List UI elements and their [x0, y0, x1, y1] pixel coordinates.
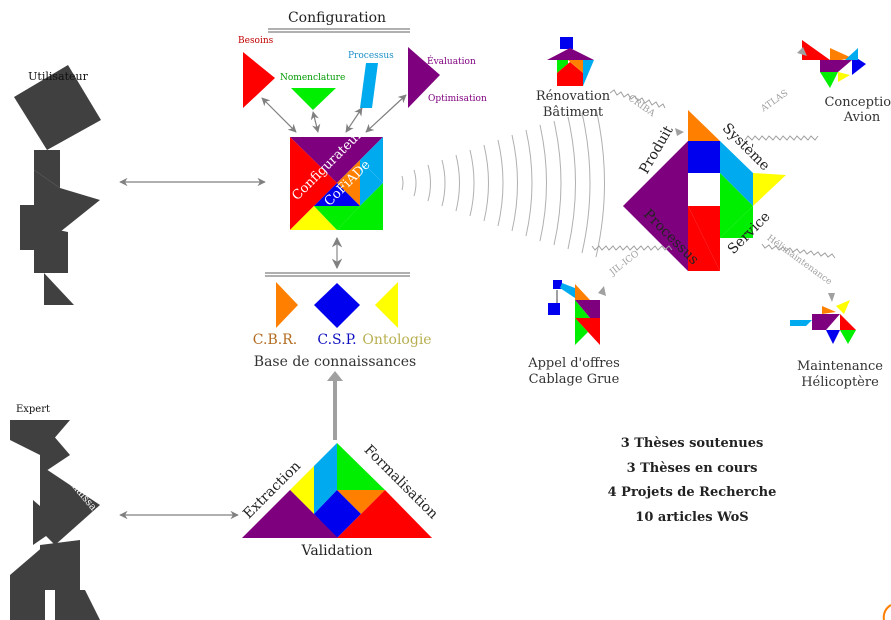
ontology-label: Ontologie [362, 332, 431, 348]
avion-line1: Conception [824, 95, 891, 110]
cbr-label: C.B.R. [253, 332, 297, 348]
kb-title: Base de connaissances [254, 354, 416, 370]
appel-line1: Appel d'offres [527, 356, 620, 371]
ontology-shape [375, 282, 398, 328]
processus-shape [360, 63, 378, 108]
csp-label: C.S.P. [317, 332, 356, 348]
user-tangram-figure [14, 65, 101, 305]
stat-line: 10 articles WoS [635, 510, 748, 525]
stat-line: 3 Thèses soutenues [621, 436, 764, 451]
airplane-tangram-icon [802, 40, 866, 88]
helimaintenance-link-label: Hélimaintenance [765, 233, 834, 288]
knowledge-triangle [242, 443, 432, 538]
crane-tangram-icon [548, 280, 600, 345]
corner-logo-icon [882, 604, 891, 620]
validation-label: Validation [301, 543, 373, 559]
optimisation-label: Optimisation [428, 94, 487, 104]
stat-line: 4 Projets de Recherche [608, 485, 777, 500]
maintenance-line1: Maintenance [797, 359, 883, 374]
renovation-line2: Bâtiment [543, 105, 604, 120]
config-input-arrows [261, 94, 407, 133]
criba-link-label: CRIBA [626, 94, 657, 120]
signal-waves [401, 108, 605, 258]
jilico-link-label: JIL-ICO [608, 249, 642, 278]
stats-block: 3 Thèses soutenues 3 Thèses en cours 4 P… [608, 436, 777, 525]
besoins-shape [243, 52, 275, 108]
csp-shape [314, 283, 360, 328]
project-links [591, 89, 836, 259]
expert-tangram-figure [10, 420, 100, 620]
avion-line2: Avion [843, 110, 881, 125]
house-tangram-icon [547, 37, 594, 86]
evaluation-label: Évaluation [427, 55, 476, 67]
expert-label: Expert [16, 404, 50, 415]
nomenclature-label: Nomenclature [280, 73, 345, 83]
configurator-square [290, 137, 383, 230]
besoins-label: Besoins [238, 36, 274, 46]
stat-line: 3 Thèses en cours [627, 461, 758, 476]
configuration-title: Configuration [288, 10, 386, 26]
nomenclature-shape [291, 88, 336, 110]
central-tangram-square [623, 110, 786, 271]
problem-label: Problème [63, 149, 105, 191]
appel-line2: Cablage Grue [529, 372, 620, 387]
evaluation-shape [408, 47, 440, 108]
atlas-link-label: ATLAS [759, 88, 791, 114]
processus-label: Processus [348, 51, 394, 61]
cbr-shape [276, 282, 298, 328]
helicopter-tangram-icon [790, 300, 856, 344]
renovation-line1: Rénovation [536, 89, 611, 104]
maintenance-line2: Hélicoptère [801, 375, 879, 390]
user-label: Utilisateur [28, 70, 88, 83]
